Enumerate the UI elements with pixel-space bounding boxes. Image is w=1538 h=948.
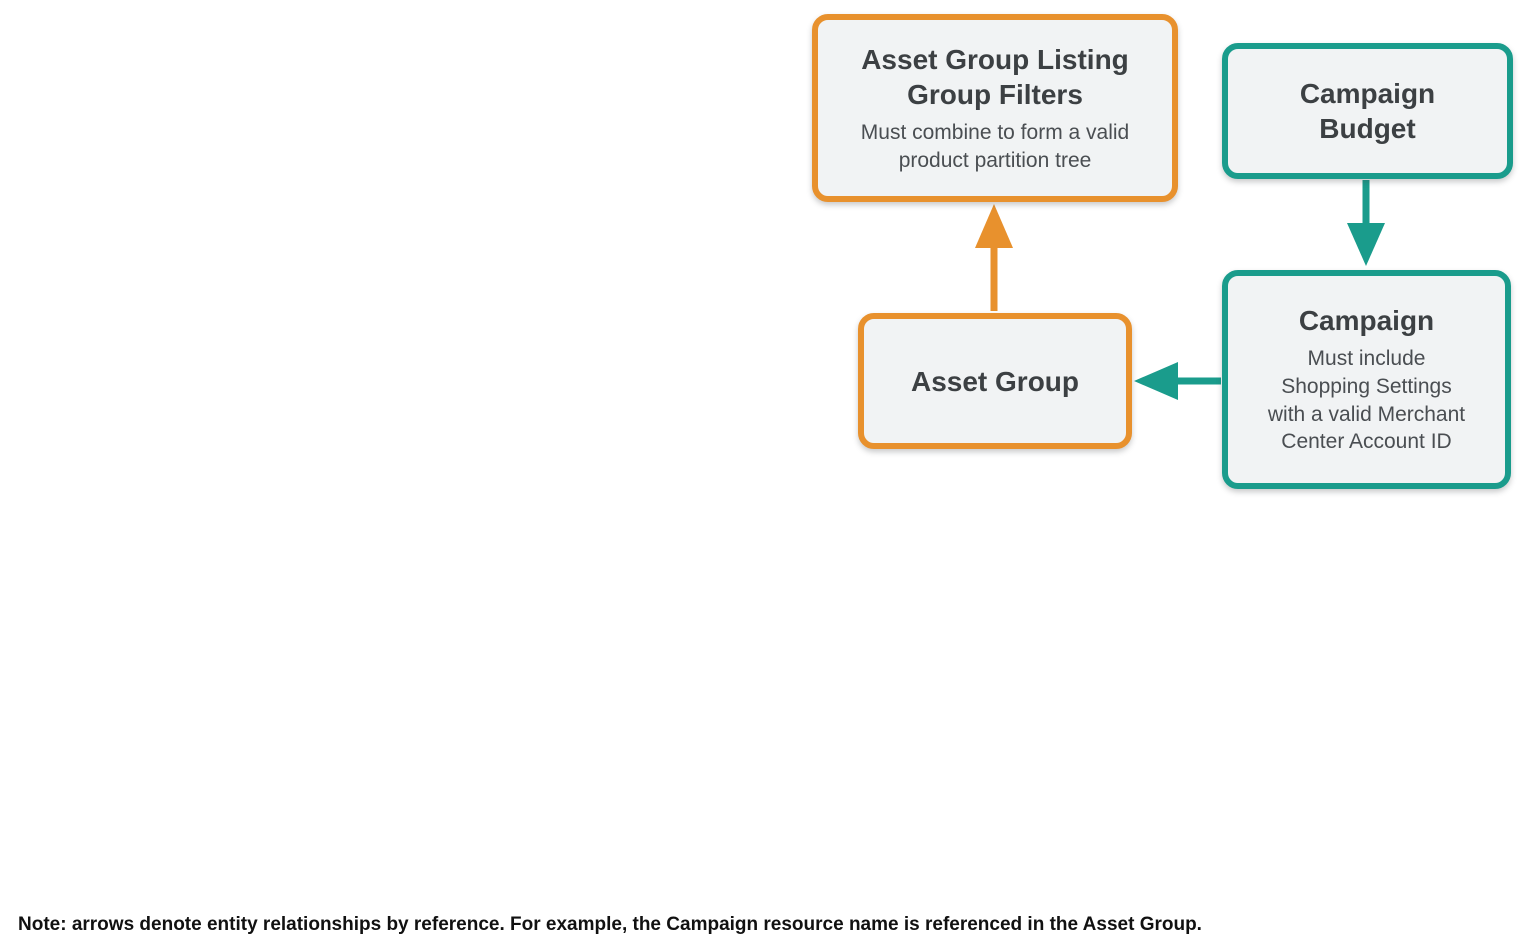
- node-subtitle: Must combine to form a valid product par…: [860, 120, 1130, 172]
- node-title: Asset Group Listing Group Filters: [861, 43, 1129, 110]
- node-title: Campaign: [1298, 305, 1435, 337]
- node-asset-group: Asset Group: [858, 313, 1132, 449]
- node-asset-group-listing-group-filters: Asset Group Listing Group Filters Must c…: [812, 14, 1178, 202]
- node-campaign-budget: Campaign Budget: [1222, 43, 1513, 179]
- node-campaign: Campaign Must include Shopping Settings …: [1222, 270, 1511, 489]
- arrow-asset-group-to-listing-filters-icon: [975, 204, 1013, 311]
- node-title: Asset Group: [910, 365, 1080, 397]
- arrow-campaign-to-asset-group-icon: [1134, 362, 1221, 400]
- node-subtitle: Must include Shopping Settings with a va…: [1267, 347, 1466, 454]
- node-title: Campaign Budget: [1299, 78, 1436, 144]
- arrow-campaign-budget-to-campaign-icon: [1347, 180, 1385, 266]
- diagram-note: Note: arrows denote entity relationships…: [18, 914, 1202, 935]
